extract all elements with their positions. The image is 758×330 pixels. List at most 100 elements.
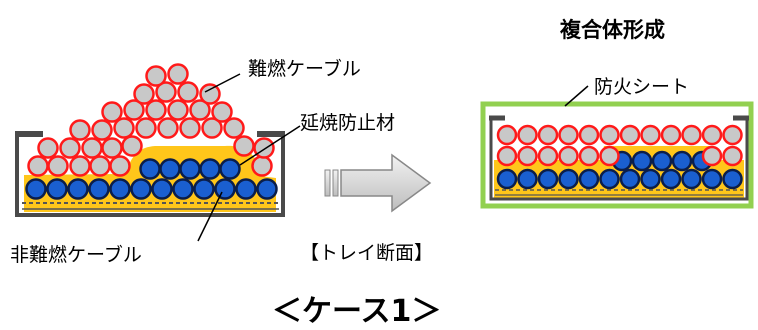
non-flame-retardant-cable [199,158,221,180]
non-flame-retardant-cable [88,178,110,200]
fire-sheet [480,101,754,209]
flame-retardant-cable [157,117,179,139]
flame-retardant-cable [145,99,167,121]
tray-right-frame [489,118,749,201]
flame-retardant-cable [133,83,155,105]
leader-stop [239,125,301,166]
non-flame-retardant-cable [681,168,702,190]
flame-retardant-cable [578,124,600,146]
flame-retardant-cable [722,124,743,146]
label-fire-stop-material: 延焼防止材 [300,112,396,134]
flame-retardant-cable [578,145,600,167]
flame-retardant-cable [37,137,59,159]
flame-retardant-cable [537,145,559,167]
label-flame-retardant-cable: 難燃ケーブル [248,58,361,80]
flame-retardant-cable [59,137,81,159]
flame-retardant-cable [167,99,189,121]
flame-retardant-cable [251,155,273,177]
non-flame-retardant-cable [517,168,538,190]
tray-after [480,101,754,209]
flame-retardant-cable [701,124,723,146]
label-composite-formation: 複合体形成 [560,18,665,42]
non-flame-retardant-cable [722,168,743,190]
flame-retardant-cable [681,124,702,146]
non-flame-retardant-cable [193,178,215,200]
flame-retardant-cable [722,145,743,167]
non-flame-retardant-cable [640,168,661,190]
flame-retardant-cable [517,124,538,146]
flame-retardant-cable [109,155,131,177]
flame-retardant-cable [69,155,91,177]
flame-retardant-cable [537,124,559,146]
non-flame-retardant-cable [130,178,152,200]
right-arrow-icon [324,153,432,213]
flame-retardant-cable [81,137,103,159]
label-fire-sheet: 防火シート [594,76,690,98]
flame-retardant-cable [89,155,111,177]
flame-retardant-cable [558,145,579,167]
non-flame-retardant-cable [46,178,68,200]
flame-retardant-cable [660,124,682,146]
non-flame-retardant-cable [660,168,682,190]
flame-retardant-cable [223,117,245,139]
cable-group-left [25,63,278,200]
tray-before [15,63,285,217]
non-flame-retardant-cable [619,168,641,190]
non-flame-retardant-cable [109,178,131,200]
label-non-flame-retardant-cable: 非難燃ケーブル [10,244,142,266]
non-flame-retardant-cable [67,178,89,200]
non-flame-retardant-cable [25,178,47,200]
flame-retardant-cable [145,65,167,87]
non-flame-retardant-cable [599,168,620,190]
flame-retardant-cable [47,155,69,177]
flame-retardant-cable [167,63,189,85]
flame-retardant-cable [599,124,620,146]
leader-nonflame [197,191,223,242]
non-flame-retardant-cable [558,168,579,190]
flame-retardant-cable [91,119,113,141]
flame-retardant-cable [123,99,145,121]
flame-retardant-cable [177,81,199,103]
label-tray-cross-section: 【トレイ断面】 [300,242,434,264]
flame-retardant-cable [201,117,223,139]
flame-retardant-cable [619,124,641,146]
flame-retardant-cable [101,101,123,123]
non-flame-retardant-cable [219,158,241,180]
flame-retardant-cable [496,145,518,167]
non-flame-retardant-cable [537,168,559,190]
flame-retardant-cable [69,119,91,141]
flame-retardant-cable [113,117,135,139]
flame-retardant-cable [496,124,518,146]
flame-retardant-cable [211,101,233,123]
flame-retardant-cable [599,145,620,167]
non-flame-retardant-cable [578,168,600,190]
flame-retardant-cable [135,117,157,139]
non-flame-retardant-cable [172,178,194,200]
non-flame-retardant-cable [496,168,518,190]
flame-retardant-cable [701,145,723,167]
flame-retardant-cable [253,137,275,159]
flame-retardant-cable [155,81,177,103]
flame-retardant-cable [189,99,211,121]
leader-sheet [564,85,589,107]
non-flame-retardant-cable [701,168,723,190]
leader-flame [204,73,241,93]
flame-retardant-cable [233,135,255,157]
flame-retardant-cable [179,117,201,139]
flame-retardant-cable [121,135,143,157]
non-flame-retardant-cable [256,178,278,200]
flame-retardant-cable [101,137,123,159]
non-flame-retardant-cable [671,150,693,172]
non-flame-retardant-cable [631,150,653,172]
non-flame-retardant-cable [151,178,173,200]
non-flame-retardant-cable [139,158,161,180]
case-title: ＜ケース1＞ [272,294,442,329]
non-flame-retardant-cable [159,158,181,180]
non-flame-retardant-cable [179,158,201,180]
non-flame-retardant-cable [651,150,673,172]
non-flame-retardant-cable [214,178,236,200]
cable-group-right [496,124,743,190]
flame-retardant-cable [558,124,579,146]
flame-retardant-cable [199,83,221,105]
